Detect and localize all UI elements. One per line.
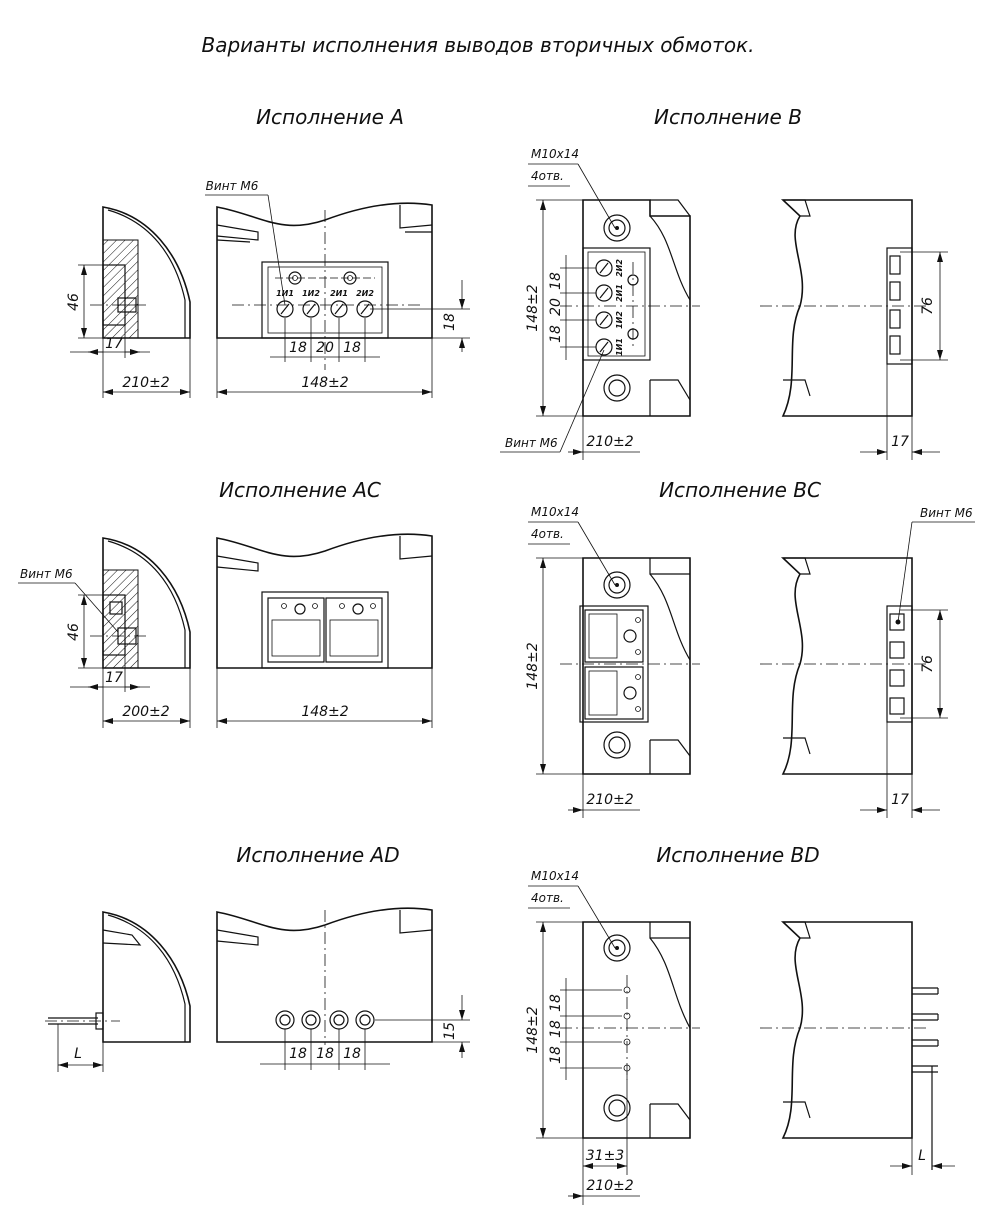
variant-ac-title: Исполнение АС xyxy=(219,478,381,502)
variant-bc-screw-label: Винт М6 xyxy=(920,506,973,520)
terminal-a-1: 1И1 xyxy=(276,289,294,298)
variant-ad-front-view xyxy=(216,907,433,1045)
variant-ad-side-view xyxy=(45,911,191,1043)
dim-b-148: 148±2 xyxy=(525,284,541,331)
variant-b-title: Исполнение В xyxy=(654,105,802,129)
variant-bc: Исполнение ВС M10x14 4отв. 148 xyxy=(525,478,975,818)
dim-a-46: 46 xyxy=(66,293,82,311)
dim-a-20: 20 xyxy=(316,340,334,356)
dim-a-148: 148±2 xyxy=(301,375,348,391)
variant-ac-front-view xyxy=(216,533,433,669)
variant-bc-title: Исполнение ВС xyxy=(659,478,821,502)
variant-a-side-view xyxy=(90,206,191,339)
variant-bd-side-dims: L xyxy=(890,1138,955,1175)
variant-bd-front-dims: 148±2 18 18 18 31±3 210±2 xyxy=(525,921,640,1205)
variant-a-terminals: 1И1 1И2 2И1 2И2 xyxy=(276,289,374,318)
variant-a-front-dims: 18 20 18 148±2 18 xyxy=(216,280,470,398)
dim-ad-18c: 18 xyxy=(343,1046,361,1062)
dim-ad-15: 15 xyxy=(442,1022,458,1040)
variant-ac: Исполнение АС Винт М6 46 17 xyxy=(18,478,433,728)
variant-a: Исполнение А 46 17 210±2 xyxy=(66,105,470,398)
dim-b-20: 20 xyxy=(548,298,564,316)
variant-bd-front-view xyxy=(560,921,700,1139)
variant-b-side-dims: 76 17 xyxy=(860,251,948,460)
variant-b-side-view xyxy=(760,199,930,417)
variant-b-thread-label: M10x14 xyxy=(531,147,579,161)
variant-bc-holes-label: 4отв. xyxy=(531,527,564,541)
variant-ac-side-dims: Винт М6 46 17 200±2 xyxy=(18,567,191,728)
dim-b-18a: 18 xyxy=(548,272,564,290)
variant-ad-front-dims: 18 18 18 15 xyxy=(260,995,470,1070)
dim-bd-148: 148±2 xyxy=(525,1006,541,1053)
variant-bd-side-view xyxy=(760,921,939,1170)
variant-a-title: Исполнение А xyxy=(256,105,404,129)
variant-ad-title: Исполнение АD xyxy=(236,843,399,867)
dim-ac-46: 46 xyxy=(66,623,82,641)
terminal-a-3: 2И1 xyxy=(330,289,348,298)
variant-a-screw-label: Винт М6 xyxy=(206,179,259,193)
dim-bc-210: 210±2 xyxy=(586,792,633,808)
dim-ad-l: L xyxy=(74,1046,82,1062)
dim-b-18b: 18 xyxy=(548,325,564,343)
variant-bc-thread-label: M10x14 xyxy=(531,505,579,519)
dim-bd-18a: 18 xyxy=(548,994,564,1012)
variant-ac-screw-label: Винт М6 xyxy=(20,567,73,581)
variant-ac-side-view xyxy=(90,537,191,669)
variant-b-screw-label: Винт М6 xyxy=(505,436,558,450)
dim-ac-148: 148±2 xyxy=(301,704,348,720)
dim-bd-210: 210±2 xyxy=(586,1178,633,1194)
dim-b-17: 17 xyxy=(891,434,909,450)
variant-bd-title: Исполнение ВD xyxy=(656,843,819,867)
dim-a-17: 17 xyxy=(105,336,123,352)
terminal-a-2: 1И2 xyxy=(302,289,320,298)
dim-bd-18b: 18 xyxy=(548,1020,564,1038)
variant-bd-holes-label: 4отв. xyxy=(531,891,564,905)
terminal-b-1: 2И2 xyxy=(615,259,624,277)
variant-bc-front-dims: 148±2 210±2 xyxy=(525,557,640,818)
terminal-b-2: 2И1 xyxy=(615,284,624,302)
variant-ad: Исполнение АD L xyxy=(45,843,470,1072)
variant-ad-side-dims: L xyxy=(57,1024,104,1072)
variant-a-side-dims: 46 17 210±2 xyxy=(66,264,191,398)
dim-a-18c: 18 xyxy=(442,313,458,331)
variant-bc-front-view xyxy=(560,557,700,775)
dim-ad-18b: 18 xyxy=(316,1046,334,1062)
dim-a-210: 210±2 xyxy=(122,375,169,391)
variant-b-front-view: 2И2 2И1 1И2 1И1 xyxy=(560,199,700,417)
dim-b-210: 210±2 xyxy=(586,434,633,450)
dim-bd-18c: 18 xyxy=(548,1046,564,1064)
variant-b-terminals: 2И2 2И1 1И2 1И1 xyxy=(595,259,624,356)
dim-bd-l: L xyxy=(918,1148,926,1164)
variant-bd: Исполнение ВD M10x14 4отв. 148±2 xyxy=(525,843,955,1205)
dim-ad-18a: 18 xyxy=(289,1046,307,1062)
terminal-b-3: 1И2 xyxy=(615,311,624,329)
variant-a-front-view: 1И1 1И2 2И1 2И2 Винт М6 xyxy=(205,179,433,370)
dim-bd-31: 31±3 xyxy=(586,1148,624,1164)
dim-bc-76: 76 xyxy=(920,655,936,673)
variant-b-holes-label: 4отв. xyxy=(531,169,564,183)
dim-b-76: 76 xyxy=(920,297,936,315)
dim-bc-148: 148±2 xyxy=(525,642,541,689)
variant-bd-thread-label: M10x14 xyxy=(531,869,579,883)
dim-ac-200: 200±2 xyxy=(122,704,169,720)
terminal-a-4: 2И2 xyxy=(356,289,374,298)
dim-a-18a: 18 xyxy=(289,340,307,356)
page-title: Варианты исполнения выводов вторичных об… xyxy=(201,33,754,57)
dim-bc-17: 17 xyxy=(891,792,909,808)
variant-bc-side-dims: 76 17 xyxy=(860,609,948,818)
variant-bc-side-view: Винт М6 xyxy=(760,506,975,775)
variant-ac-front-dims: 148±2 xyxy=(216,668,433,728)
dim-a-18b: 18 xyxy=(343,340,361,356)
terminal-b-4: 1И1 xyxy=(615,338,624,356)
dim-ac-17: 17 xyxy=(105,670,123,686)
variant-b: Исполнение В M10x14 4отв. 2И2 2И1 1И xyxy=(500,105,948,460)
variant-b-front-dims: 148±2 18 20 18 210±2 Винт М6 xyxy=(500,199,640,460)
